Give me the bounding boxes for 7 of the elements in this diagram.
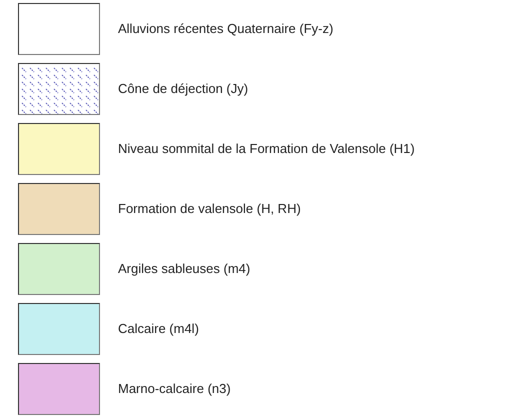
- legend-label: Formation de valensole (H, RH): [118, 201, 301, 217]
- legend-label: Calcaire (m4l): [118, 321, 199, 337]
- legend-label: Marno-calcaire (n3): [118, 381, 231, 397]
- legend-label: Argiles sableuses (m4): [118, 261, 250, 277]
- legend-label: Cône de déjection (Jy): [118, 81, 248, 97]
- legend-label: Alluvions récentes Quaternaire (Fy-z): [118, 21, 334, 37]
- legend-label: Niveau sommital de la Formation de Valensole (H1): [118, 141, 415, 157]
